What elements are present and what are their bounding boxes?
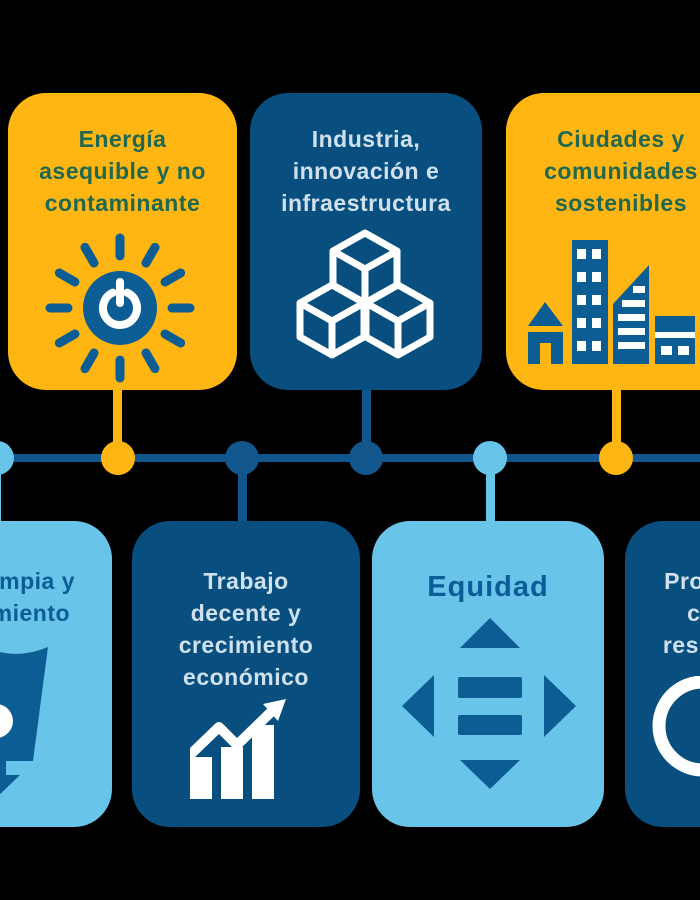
equality-arrows-icon [402, 618, 576, 789]
card-industria-title: Industria, innovación e infraestructura [281, 126, 451, 216]
connector-stem-ciudades [612, 386, 621, 458]
card-trabajo: Trabajo decente y crecimiento económico [132, 521, 360, 827]
timeline-dot-energia [101, 441, 135, 475]
timeline-dot-industria [349, 441, 383, 475]
card-industria: Industria, innovación e infraestructura [250, 93, 482, 390]
timeline-dot-trabajo [225, 441, 259, 475]
card-ciudades-title: Ciudades y comunidades sostenibles [544, 126, 698, 216]
card-equidad-title: Equidad [427, 571, 549, 603]
connector-stem-industria [362, 386, 371, 458]
city-icon [528, 240, 695, 364]
card-energia: Energía asequible y no contaminante [8, 93, 237, 390]
connector-stem-energia [113, 386, 122, 458]
connector-stem-trabajo [238, 458, 247, 522]
timeline-dot-equidad [473, 441, 507, 475]
card-produccion-title: Producción y consumo responsables [662, 568, 700, 658]
card-ciudades: Ciudades y comunidades sostenibles [506, 93, 700, 390]
growth-chart-icon [190, 699, 286, 799]
card-agua-title: Agua limpia y saneamiento [0, 568, 76, 626]
timeline-dot-ciudades [599, 441, 633, 475]
card-equidad: Equidad [372, 521, 604, 827]
power-icon [45, 233, 195, 383]
card-produccion: Producción y consumo responsables [625, 521, 700, 827]
cubes-icon [296, 229, 434, 359]
connector-stem-equidad [486, 458, 495, 522]
card-energia-title: Energía asequible y no contaminante [39, 126, 206, 216]
circular-loop-icon [652, 676, 700, 777]
timeline-dot-agua [0, 441, 14, 475]
card-agua: Agua limpia y saneamiento [0, 521, 112, 827]
card-trabajo-title: Trabajo decente y crecimiento económico [178, 568, 314, 690]
connector-stem-agua [0, 458, 1, 522]
water-glass-icon [0, 647, 48, 795]
